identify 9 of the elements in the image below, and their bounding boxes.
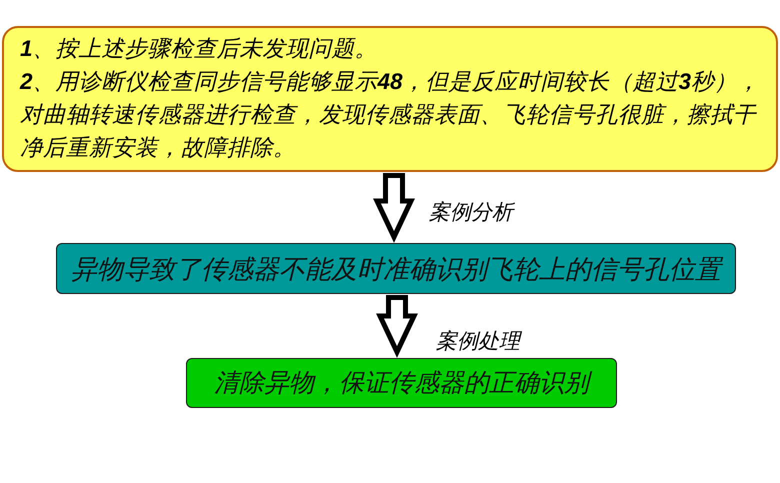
process-box: 异物导致了传感器不能及时准确识别飞轮上的信号孔位置: [56, 243, 736, 294]
block-arrow: [373, 173, 415, 243]
edge-label: 案例分析: [429, 201, 513, 225]
note-box: [2, 26, 778, 172]
note-text: 2、用诊断仪检查同步信号能够显示48，但是反应时间较长（超过3秒），对曲轴转速传感器进行检查，发现传感器表面、飞轮信号孔很脏，擦拭干净后重新安装，故障排除。: [20, 68, 762, 162]
block-arrow: [376, 295, 418, 358]
edge-label: 案例处理: [436, 330, 520, 354]
note-text: 1、按上述步骤检查后未发现问题。: [20, 35, 379, 63]
process-box: 清除异物，保证传感器的正确识别: [186, 358, 617, 408]
